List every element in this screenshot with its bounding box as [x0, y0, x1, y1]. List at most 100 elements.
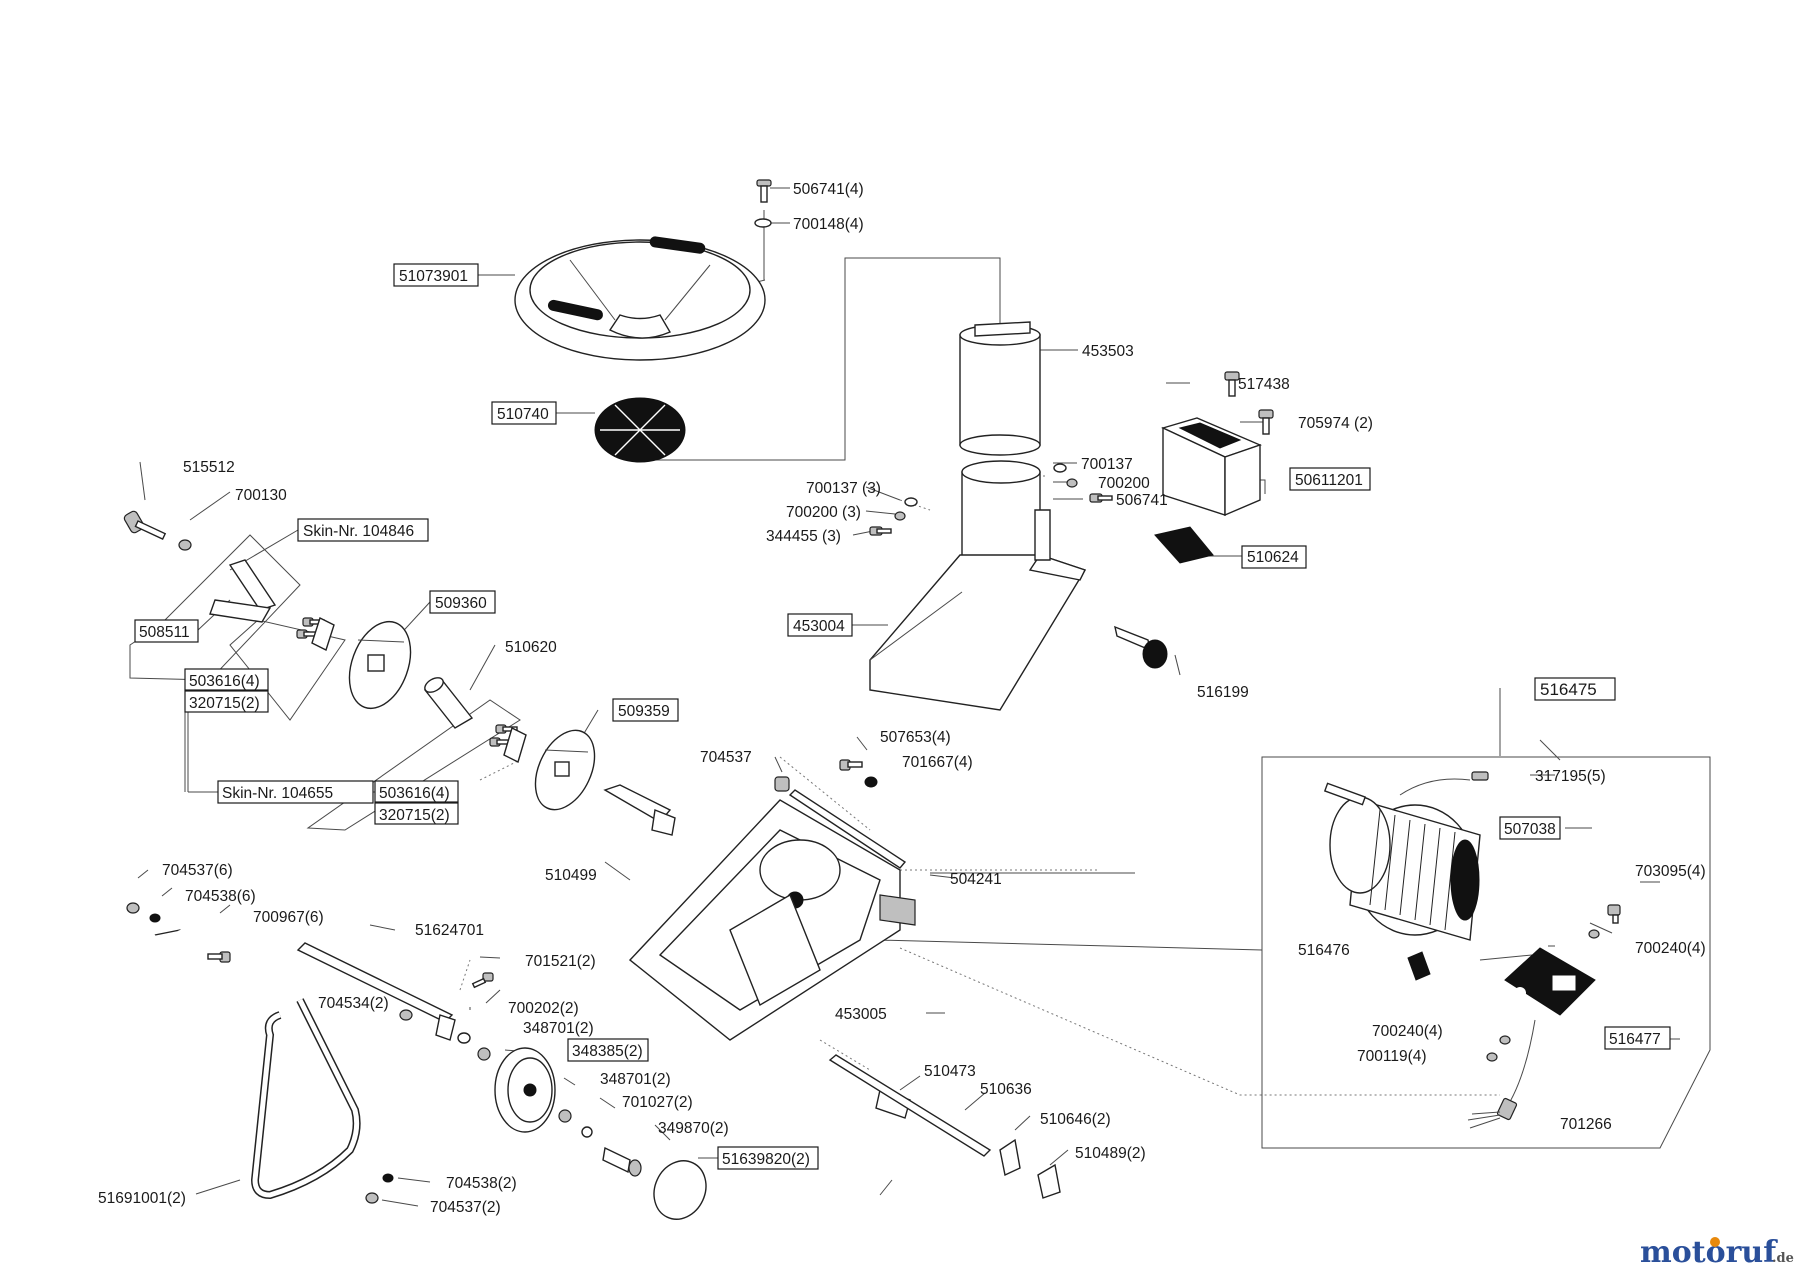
label-704537-6: 704537(6) [162, 862, 233, 879]
label-349870-2: 349870(2) [658, 1120, 729, 1137]
label-503616-4-upper: 503616(4) [189, 673, 260, 690]
box-50611201 [1161, 417, 1262, 517]
washer-704538-lower [382, 1173, 394, 1183]
label-516476: 516476 [1298, 942, 1350, 959]
label-317195-5: 317195(5) [1535, 768, 1606, 785]
label-700119-4: 700119(4) [1357, 1048, 1427, 1065]
disc-510740 [594, 397, 686, 463]
label-700137: 700137 [1081, 456, 1133, 473]
screw-517438 [1224, 371, 1240, 397]
cable-end-317195 [1471, 771, 1489, 781]
label-51639820-2: 51639820(2) [722, 1151, 810, 1168]
label-509360: 509360 [435, 595, 487, 612]
label-320715-2-upper: 320715(2) [189, 695, 260, 712]
sleeve-510620 [423, 677, 474, 729]
label-510624: 510624 [1247, 549, 1299, 566]
screw-507653 [839, 759, 863, 771]
washer-701027 [581, 1126, 593, 1138]
bracket-508511 [209, 559, 277, 623]
bolt-506741-right [1089, 493, 1113, 503]
label-700240-4-lower: 700240(4) [1372, 1023, 1443, 1040]
label-skin-104655: Skin-Nr. 104655 [222, 785, 333, 802]
label-701266: 701266 [1560, 1116, 1612, 1133]
nut-700130 [178, 539, 192, 551]
axle-51624701 [296, 942, 456, 1041]
bolt-349870 [602, 1146, 642, 1177]
label-skin-104846: Skin-Nr. 104846 [303, 523, 414, 540]
bolt-700967 [207, 951, 231, 963]
label-344455-3: 344455 (3) [766, 528, 841, 545]
washer-700240-upper [1588, 929, 1600, 939]
label-700200: 700200 [1098, 475, 1150, 492]
logo-suffix-text: .de [1772, 1251, 1794, 1266]
label-50611201: 50611201 [1295, 472, 1363, 489]
bracket-510489 [1037, 1163, 1061, 1199]
label-704538-6: 704538(6) [185, 888, 256, 905]
label-700130: 700130 [235, 487, 287, 504]
bolt-344455 [869, 526, 892, 536]
label-700967-6: 700967(6) [253, 909, 324, 926]
washer-700137-left [904, 497, 918, 507]
logo-accent-dot [1710, 1237, 1720, 1247]
cable-701266 [1467, 1019, 1536, 1129]
label-705974-2: 705974 (2) [1298, 415, 1373, 432]
rod-510636 [828, 1054, 992, 1157]
nut-704534 [399, 1009, 413, 1021]
spacer-348701-lower [558, 1109, 572, 1123]
label-516199: 516199 [1197, 684, 1249, 701]
label-348701-2-lower: 348701(2) [600, 1071, 671, 1088]
label-704537: 704537 [700, 749, 752, 766]
label-700200-3: 700200 (3) [786, 504, 861, 521]
housing-453005 [628, 799, 916, 1041]
washer-700240-lower [1499, 1035, 1511, 1045]
label-509359: 509359 [618, 703, 670, 720]
chute-453004 [869, 460, 1087, 711]
tube-453503 [959, 321, 1041, 456]
rod-504241 [774, 776, 907, 869]
clip-701667 [864, 776, 878, 788]
logo-brand-text: motoruf [1640, 1235, 1778, 1270]
label-510620: 510620 [505, 639, 557, 656]
label-701521-2: 701521(2) [525, 953, 596, 970]
label-508511: 508511 [139, 624, 190, 641]
hardware-pair-lower [489, 724, 527, 763]
washer-700200-right [1066, 478, 1078, 488]
label-510646-2: 510646(2) [1040, 1111, 1111, 1128]
washer-704538-upper [149, 913, 161, 923]
label-453004: 453004 [793, 618, 845, 635]
label-510636: 510636 [980, 1081, 1032, 1098]
washer-700202 [457, 1032, 471, 1044]
screw-701521 [471, 972, 494, 989]
label-51624701: 51624701 [415, 922, 484, 939]
blade-disc-509360 [348, 620, 412, 710]
part-516476 [1407, 951, 1431, 981]
part-number-labels: 506741(4) 700148(4) 51073901 453503 5174… [98, 181, 1706, 1216]
bracket-510646 [999, 1138, 1021, 1177]
label-510473: 510473 [924, 1063, 976, 1080]
knob-516199 [1114, 625, 1168, 669]
label-507038: 507038 [1504, 821, 1556, 838]
label-700148-4: 700148(4) [793, 216, 864, 233]
handle-frame-left [137, 928, 244, 1133]
label-506741: 506741 [1116, 492, 1168, 509]
label-700240-4-upper: 700240(4) [1635, 940, 1706, 957]
motor-507038 [1323, 778, 1481, 941]
label-453005: 453005 [835, 1006, 887, 1023]
switch-516477 [1504, 947, 1596, 1016]
label-453503: 453503 [1082, 343, 1134, 360]
label-boxes [134, 263, 1671, 1170]
wheel-348385 [494, 1047, 556, 1133]
label-516475: 516475 [1540, 680, 1597, 699]
label-320715-2-lower: 320715(2) [379, 807, 450, 824]
washer-700148 [754, 218, 772, 228]
label-510499: 510499 [545, 867, 597, 884]
label-510740: 510740 [497, 406, 549, 423]
label-504241: 504241 [950, 871, 1002, 888]
label-51691001-2: 51691001(2) [98, 1190, 186, 1207]
hubcap-51639820 [653, 1160, 707, 1220]
washer-700119 [1486, 1052, 1498, 1062]
label-704537-2: 704537(2) [430, 1199, 501, 1216]
motoruf-logo: motoruf .de [1640, 1235, 1794, 1270]
washer-700200-left [894, 511, 906, 521]
